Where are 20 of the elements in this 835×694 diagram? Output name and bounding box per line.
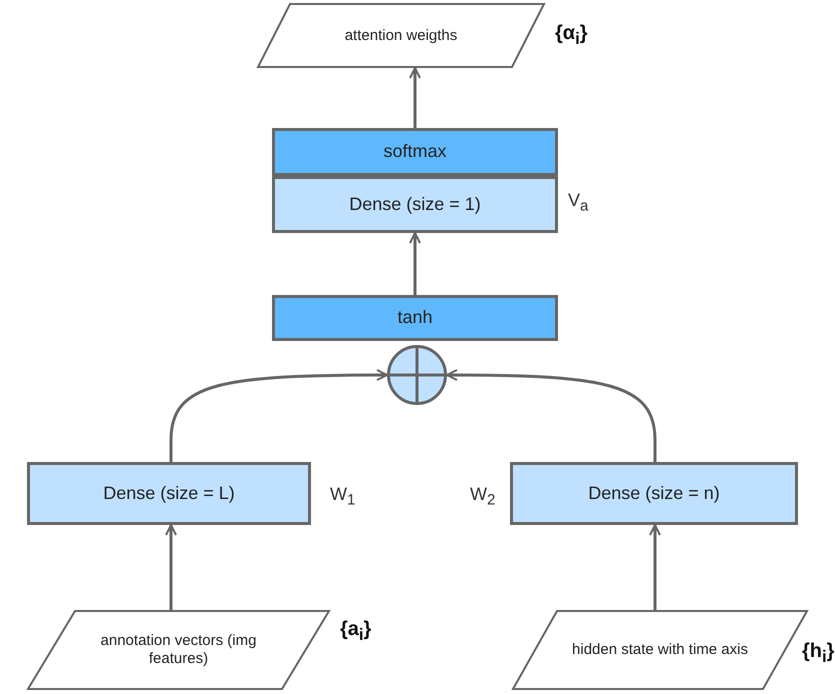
weight-symbol: W$_{1}$ bbox=[330, 484, 356, 509]
arrow bbox=[165, 524, 177, 610]
weight-symbol: {h$_{i}$} bbox=[802, 640, 834, 667]
data-label: hidden state with time axis bbox=[572, 641, 748, 659]
weight-symbol: {a$_{i}$} bbox=[340, 618, 372, 645]
layer-label: Dense (size = L) bbox=[103, 482, 235, 504]
data-label: annotation vectors (img features) bbox=[100, 632, 258, 668]
arrow bbox=[170, 369, 388, 462]
weight-symbol: {α$_{i}$} bbox=[555, 22, 588, 49]
arrow bbox=[409, 232, 421, 295]
arrow bbox=[446, 369, 656, 462]
layer-label: Dense (size = 1) bbox=[349, 194, 481, 216]
data-label: attention weigths bbox=[344, 26, 458, 44]
weight-symbol: W$_{2}$ bbox=[470, 484, 496, 509]
arrow bbox=[409, 67, 421, 128]
arrow bbox=[649, 524, 661, 610]
weight-symbol: V$_{a}$ bbox=[568, 190, 588, 215]
layer-label: Dense (size = n) bbox=[588, 482, 720, 504]
layer-label: softmax bbox=[383, 141, 447, 163]
layer-label: tanh bbox=[397, 307, 433, 329]
